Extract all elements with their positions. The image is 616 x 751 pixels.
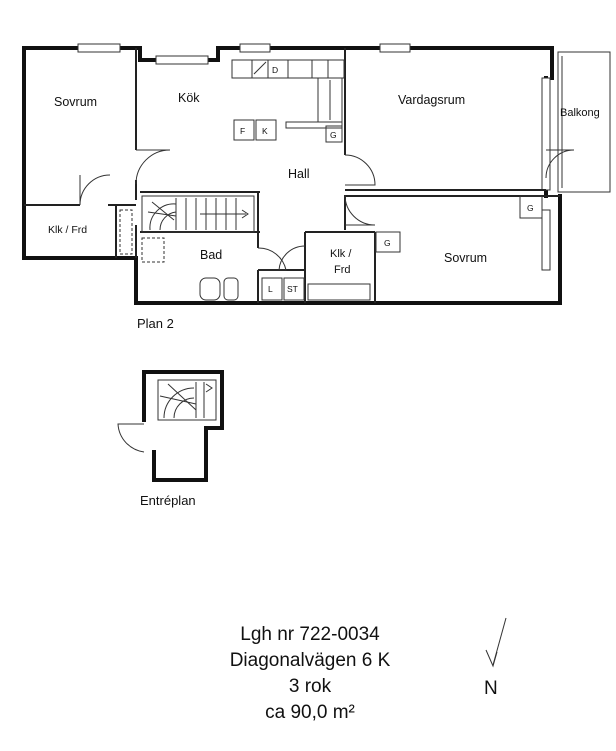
fixture-labels: D F K G G G L ST bbox=[240, 65, 534, 294]
stairs-plan2 bbox=[141, 195, 255, 233]
doors bbox=[79, 149, 575, 271]
compass-north-label: N bbox=[484, 678, 498, 699]
wardrobes bbox=[119, 195, 543, 255]
balcony bbox=[557, 51, 611, 193]
fixture-label-garderob-klk: G bbox=[384, 238, 391, 248]
entreplan bbox=[117, 370, 224, 482]
room-label-klk-frd-2a: Klk / bbox=[330, 248, 352, 260]
bathroom-fixtures bbox=[141, 237, 371, 301]
room-label-hall: Hall bbox=[288, 167, 310, 181]
windows bbox=[77, 43, 551, 271]
room-label-kok: Kök bbox=[178, 91, 200, 105]
fixture-label-garderob-kok: G bbox=[330, 130, 337, 140]
room-label-sovrum: Sovrum bbox=[54, 95, 97, 109]
plan2-caption: Plan 2 bbox=[137, 316, 174, 331]
room-count: 3 rok bbox=[288, 676, 332, 697]
room-labels: Sovrum Kök Vardagsrum Balkong Hall Klk /… bbox=[48, 91, 600, 276]
fixture-label-garderob-sovrum: G bbox=[527, 203, 534, 213]
entreplan-caption: Entréplan bbox=[140, 493, 196, 508]
fixture-label-diskmaskin: D bbox=[272, 65, 278, 75]
room-label-balkong: Balkong bbox=[560, 107, 600, 119]
room-label-klk-frd: Klk / Frd bbox=[48, 224, 87, 236]
room-label-vardagsrum: Vardagsrum bbox=[398, 93, 465, 107]
interior-walls bbox=[24, 48, 560, 303]
apartment-number: Lgh nr 722-0034 bbox=[240, 624, 380, 645]
north-arrow-icon bbox=[485, 617, 507, 668]
address: Diagonalvägen 6 K bbox=[229, 650, 391, 671]
fixture-label-frys: F bbox=[240, 126, 245, 136]
kitchen-fixtures bbox=[231, 59, 345, 143]
fixture-label-kyl: K bbox=[262, 126, 268, 136]
room-label-sovrum-2: Sovrum bbox=[444, 251, 487, 265]
area: ca 90,0 m² bbox=[265, 702, 355, 723]
room-label-bad: Bad bbox=[200, 248, 222, 262]
room-label-klk-frd-2b: Frd bbox=[334, 264, 351, 276]
fixture-label-tvatt: L bbox=[268, 284, 273, 294]
fixture-label-tork: ST bbox=[287, 284, 298, 294]
